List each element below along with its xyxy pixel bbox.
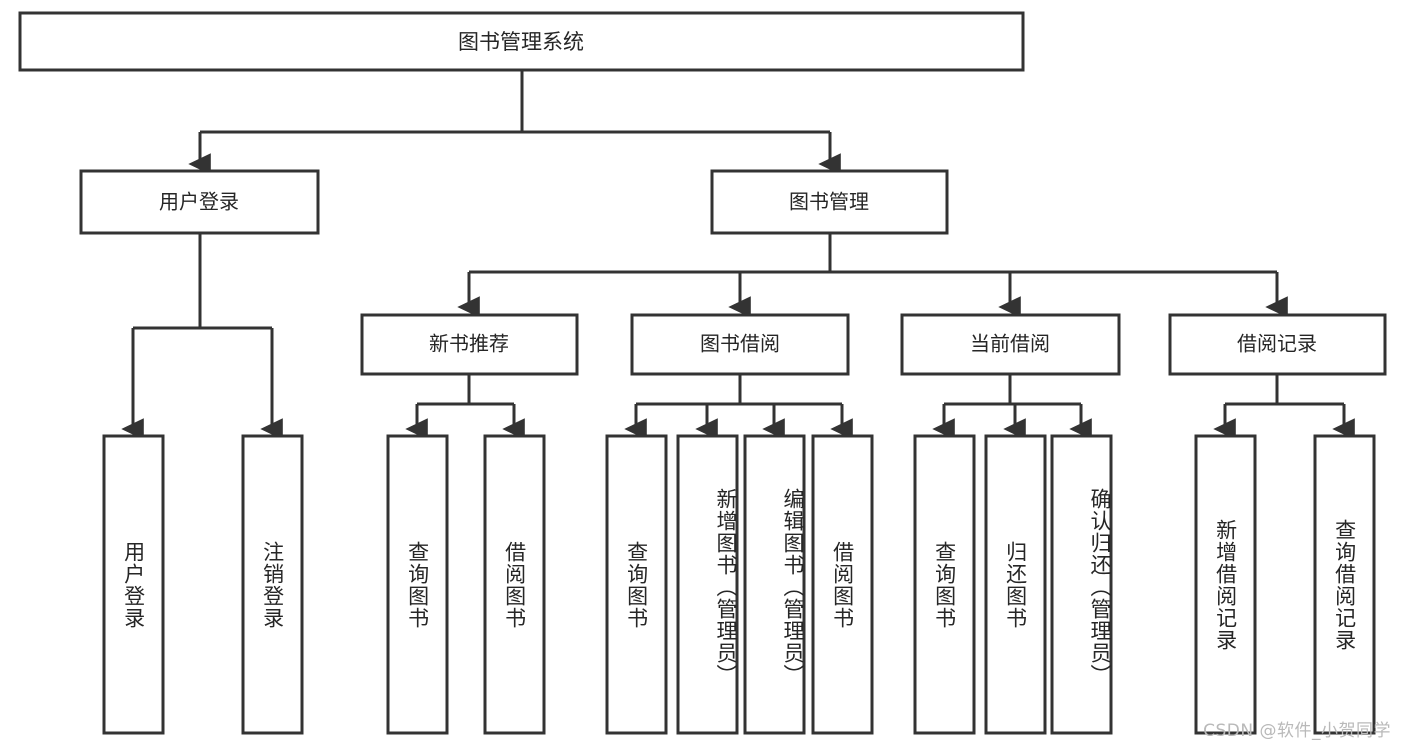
leaf-box-6[interactable] [743,434,806,735]
node-book-borrow-box[interactable] [630,313,850,376]
node-new-book-recommend-label: 新书推荐 [429,332,509,356]
leaf-box-8[interactable] [913,434,976,735]
csdn-watermark: CSDN @软件_小贺同学 [1203,721,1391,741]
leaf-box-0[interactable] [102,434,165,735]
leaf-box-9[interactable] [984,434,1047,735]
node-current-borrow-box[interactable] [900,313,1121,376]
node-book-borrow[interactable]: 图书借阅 [630,313,850,376]
node-book-management-box[interactable] [710,169,949,235]
node-user-login-label: 用户登录 [159,190,239,214]
node-current-borrow[interactable]: 当前借阅 [900,313,1121,376]
node-book-borrow-label: 图书借阅 [700,332,780,356]
leaf-box-10[interactable] [1050,434,1113,735]
node-current-borrow-label: 当前借阅 [970,332,1050,356]
leaf-box-11[interactable] [1194,434,1257,735]
leaf-box-2[interactable] [386,434,449,735]
leaf-box-1[interactable] [241,434,304,735]
leaf-box-5[interactable] [676,434,739,735]
node-borrow-record[interactable]: 借阅记录 [1168,313,1387,376]
node-book-management[interactable]: 图书管理 [710,169,949,235]
node-root-box[interactable] [18,11,1025,72]
leaf-box-4[interactable] [605,434,668,735]
node-user-login[interactable]: 用户登录 [79,169,320,235]
node-user-login-box[interactable] [79,169,320,235]
node-root[interactable]: 图书管理系统 [18,11,1025,72]
leaf-box-12[interactable] [1313,434,1376,735]
leaf-box-7[interactable] [811,434,874,735]
node-new-book-recommend[interactable]: 新书推荐 [360,313,579,376]
node-new-book-recommend-box[interactable] [360,313,579,376]
node-book-management-label: 图书管理 [789,190,869,214]
node-borrow-record-label: 借阅记录 [1237,332,1317,356]
node-root-label: 图书管理系统 [458,30,584,54]
connectors [121,70,1355,440]
leaf-box-3[interactable] [483,434,546,735]
node-borrow-record-box[interactable] [1168,313,1387,376]
